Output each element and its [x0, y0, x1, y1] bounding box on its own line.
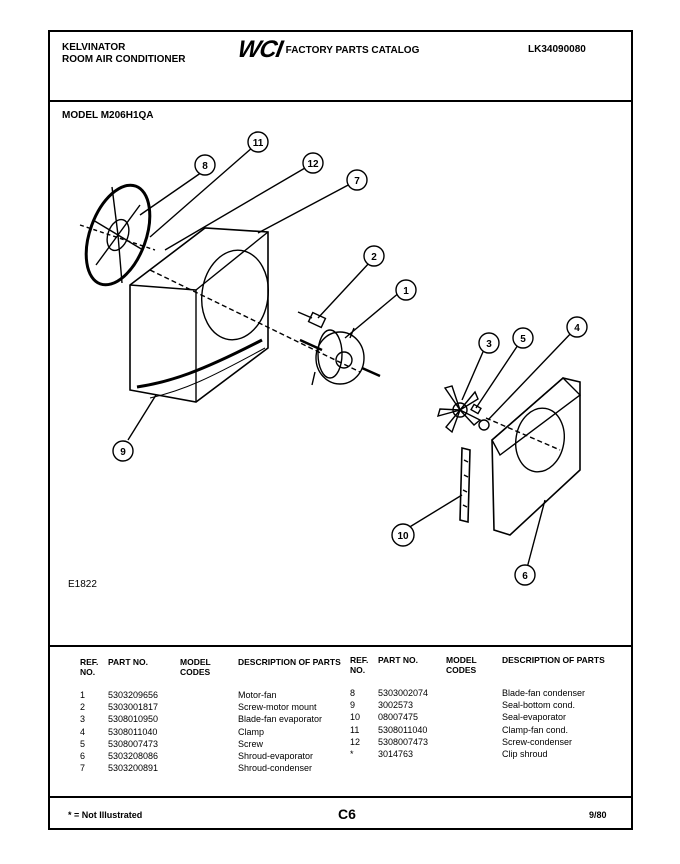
parts-table-right: REF. NO. PART NO. MODEL CODES DESCRIPTIO… [350, 655, 612, 760]
svg-text:5: 5 [520, 334, 526, 345]
condenser-shroud [129, 227, 361, 403]
svg-text:3: 3 [486, 339, 492, 350]
col-part-no: PART NO. [378, 655, 418, 665]
col-model-codes: MODEL CODES [180, 657, 211, 677]
catalog-number: LK34090080 [528, 44, 586, 55]
page-frame [48, 30, 633, 830]
condenser-fan-blade [79, 183, 156, 287]
footer-divider [50, 796, 631, 798]
table-header: REF. NO. PART NO. MODEL CODES DESCRIPTIO… [350, 655, 612, 675]
figure-code: E1822 [68, 579, 97, 590]
catalog-title: FACTORY PARTS CATALOG [285, 44, 420, 56]
callout-10: 10 [391, 523, 415, 547]
callout-2: 2 [363, 245, 385, 267]
revision-date: 9/80 [589, 810, 607, 820]
svg-text:11: 11 [253, 138, 264, 149]
svg-text:7: 7 [354, 176, 360, 187]
seal-bottom [136, 338, 263, 389]
evaporator-fan-blade [436, 385, 482, 434]
callout-9: 9 [112, 440, 134, 462]
product-line: ROOM AIR CONDITIONER [62, 54, 186, 65]
svg-text:10: 10 [397, 531, 409, 542]
col-ref-no: REF. NO. [80, 657, 99, 677]
svg-text:6: 6 [522, 571, 528, 582]
svg-text:12: 12 [307, 159, 319, 170]
callout-12: 12 [302, 152, 324, 174]
catalog-title-block: WCI FACTORY PARTS CATALOG [236, 36, 420, 64]
header-divider [50, 100, 631, 102]
callout-1: 1 [395, 279, 417, 301]
footnote: * = Not Illustrated [68, 810, 143, 820]
callout-6: 6 [514, 564, 536, 586]
col-model-codes: MODEL CODES [446, 655, 477, 675]
brand-name: KELVINATOR [62, 42, 126, 53]
callout-5: 5 [512, 327, 534, 349]
callout-8: 8 [194, 154, 216, 176]
col-ref-no: REF. NO. [350, 655, 369, 675]
callout-labels: 8 11 12 7 2 1 3 5 4 9 10 6 [112, 131, 588, 586]
callout-7: 7 [346, 169, 368, 191]
col-part-no: PART NO. [108, 657, 148, 667]
svg-text:9: 9 [120, 447, 126, 458]
col-description: DESCRIPTION OF PARTS [238, 657, 341, 667]
brand-block: KELVINATOR ROOM AIR CONDITIONER [62, 42, 186, 66]
fan-motor [299, 327, 381, 386]
table-top-divider [50, 645, 631, 647]
svg-text:1: 1 [403, 286, 409, 297]
table-header: REF. NO. PART NO. MODEL CODES DESCRIPTIO… [80, 657, 348, 677]
callout-4: 4 [566, 316, 588, 338]
parts-table-left: REF. NO. PART NO. MODEL CODES DESCRIPTIO… [80, 657, 348, 774]
blade-screw [470, 403, 482, 415]
seal-evaporator [459, 446, 471, 524]
clamp [478, 419, 490, 431]
evaporator-shroud [485, 377, 582, 536]
col-description: DESCRIPTION OF PARTS [502, 655, 605, 665]
motor-screw [297, 311, 327, 329]
page-number: C6 [338, 806, 356, 822]
svg-text:4: 4 [574, 323, 580, 334]
callout-11: 11 [247, 131, 269, 153]
svg-text:8: 8 [202, 161, 208, 172]
model-label: MODEL M206H1QA [62, 110, 154, 121]
callout-3: 3 [478, 332, 500, 354]
svg-text:2: 2 [371, 252, 377, 263]
